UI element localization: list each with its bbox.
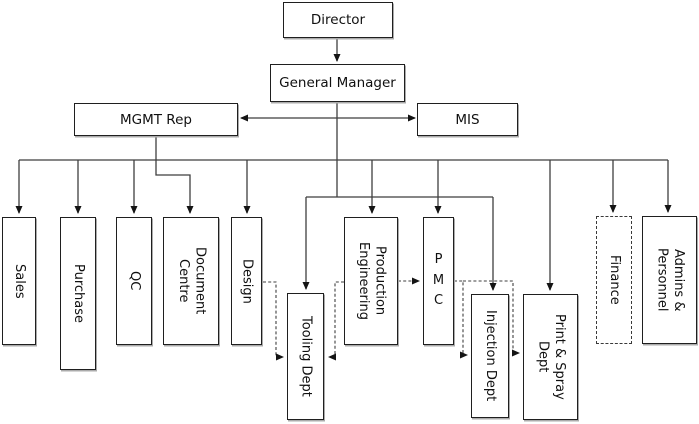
node-design: Design [231, 217, 262, 345]
node-print-spray-dept-label: Print & Spray Dept [535, 314, 567, 400]
node-pmc: P M C [423, 217, 454, 345]
node-injection-dept: Injection Dept [471, 294, 509, 418]
node-document-centre: Document Centre [163, 217, 219, 345]
node-tooling-dept: Tooling Dept [287, 293, 324, 420]
connector-prodeng-to-tooling [328, 281, 344, 361]
node-qc: QC [116, 217, 152, 345]
node-mgmt-rep: MGMT Rep [74, 103, 238, 136]
node-director-label: Director [310, 12, 366, 28]
node-general-manager-label: General Manager [279, 75, 396, 91]
node-sales-label: Sales [12, 263, 28, 299]
connector-design-to-tooling [263, 281, 284, 361]
node-injection-dept-label: Injection Dept [483, 310, 499, 402]
node-pmc-label: P M C [432, 251, 445, 309]
node-admins-personnel: Admins & Personnel [642, 216, 697, 344]
node-qc-label: QC [127, 271, 143, 291]
node-general-manager: General Manager [270, 64, 405, 102]
node-design-label: Design [239, 258, 255, 304]
node-director: Director [283, 2, 393, 38]
node-document-centre-label: Document Centre [176, 247, 208, 315]
connector-mgmtrep-to-document-centre [155, 136, 194, 214]
node-mis-label: MIS [455, 111, 480, 128]
connector-pmc-to-print-spray [463, 280, 520, 357]
node-tooling-dept-label: Tooling Dept [298, 316, 314, 397]
node-mgmt-rep-label: MGMT Rep [120, 111, 192, 128]
node-admins-personnel-label: Admins & Personnel [654, 248, 686, 312]
node-production-engineering-label: Production Engineering [356, 242, 388, 320]
node-purchase: Purchase [60, 217, 96, 370]
node-print-spray-dept: Print & Spray Dept [523, 294, 578, 420]
node-finance: Finance [596, 216, 632, 344]
node-finance-label: Finance [607, 255, 623, 305]
node-purchase-label: Purchase [71, 263, 87, 324]
node-mis: MIS [417, 103, 518, 136]
node-production-engineering: Production Engineering [344, 217, 398, 345]
node-sales: Sales [2, 217, 36, 345]
connector-pmc-to-injection [454, 280, 468, 359]
